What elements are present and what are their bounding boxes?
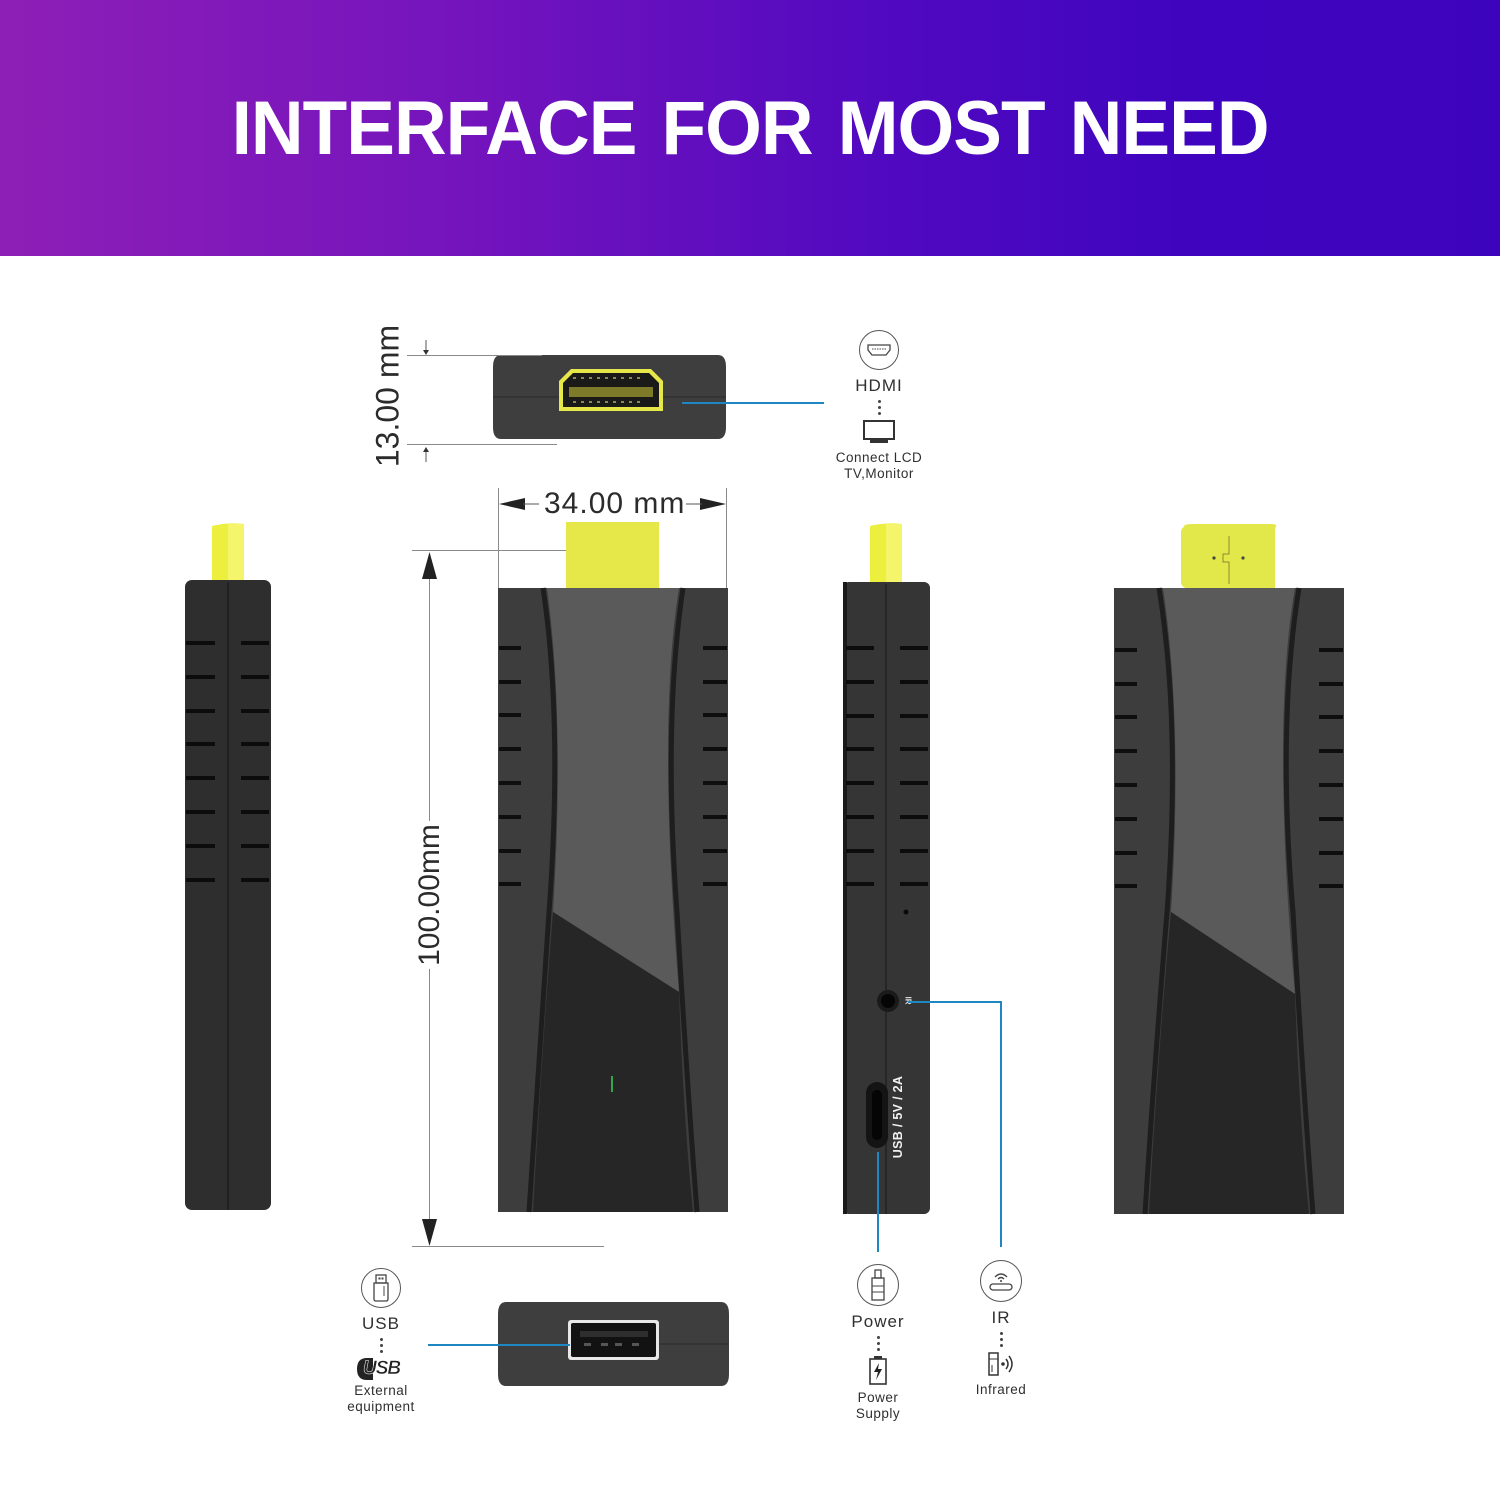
length-dimension: 100.00mm [413, 821, 447, 969]
monitor-icon [862, 419, 896, 450]
battery-charging-icon [867, 1355, 889, 1390]
separator-dots [828, 400, 930, 415]
right-side-view [842, 522, 932, 1216]
power-plug-icon [857, 1264, 899, 1306]
usb-plug-icon [361, 1268, 401, 1308]
left-side-view [184, 522, 272, 1212]
top-view-hdmi-end [493, 353, 726, 441]
power-callout: Power Power Supply [834, 1264, 922, 1422]
page-title: INTERFACE FOR MOST NEED [231, 85, 1270, 171]
width-dimension: 34.00 mm [544, 487, 686, 520]
usb-logo-icon: USB [355, 1357, 407, 1381]
thickness-dimension: 13.00 mm [369, 324, 406, 468]
front-view [497, 522, 729, 1214]
width-arrow-right [686, 497, 726, 516]
infrared-remote-icon [986, 1351, 1016, 1382]
status-led [611, 1076, 613, 1092]
length-arrow-bottom [421, 1218, 438, 1251]
usb-callout: USB USB External equipment [336, 1268, 426, 1415]
ir-callout: IR Infrared [958, 1260, 1044, 1398]
back-view [1113, 524, 1345, 1216]
separator-dots [336, 1338, 426, 1353]
separator-dots [958, 1332, 1044, 1347]
thickness-arrow-top [421, 340, 431, 361]
thickness-arrow-bottom [421, 446, 431, 467]
hdmi-callout: HDMI Connect LCD TV,Monitor [828, 330, 930, 482]
header-banner: INTERFACE FOR MOST NEED [0, 0, 1500, 256]
bottom-view-usb-end [498, 1300, 729, 1388]
length-arrow-top [421, 552, 438, 585]
ir-receiver-icon [980, 1260, 1022, 1302]
width-arrow-left [499, 497, 539, 516]
usb-c-port-label: USB / 5V / 2A [891, 1075, 905, 1159]
separator-dots [834, 1336, 922, 1351]
hdmi-port-icon [859, 330, 899, 370]
